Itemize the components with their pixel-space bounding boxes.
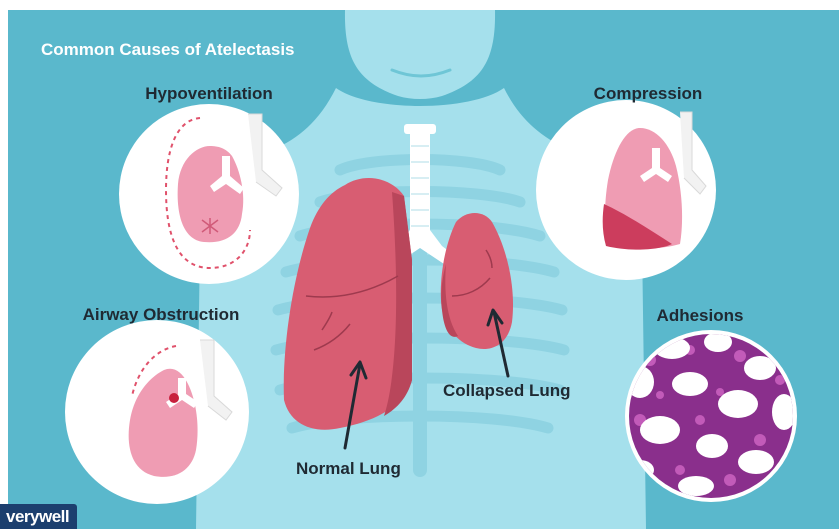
cause-label-compression: Compression xyxy=(594,84,703,104)
inset-hypoventilation xyxy=(119,104,299,284)
cause-label-adhesions: Adhesions xyxy=(657,306,744,326)
cause-label-hypoventilation: Hypoventilation xyxy=(145,84,273,104)
page-title: Common Causes of Atelectasis xyxy=(41,40,295,60)
brand-logo: verywell xyxy=(0,504,77,529)
inset-compression xyxy=(536,100,716,280)
callout-collapsed-lung: Collapsed Lung xyxy=(443,381,571,401)
inset-airway-obstruction xyxy=(65,320,249,504)
callout-normal-lung: Normal Lung xyxy=(296,459,401,479)
cause-label-airway-obstruction: Airway Obstruction xyxy=(83,305,240,325)
